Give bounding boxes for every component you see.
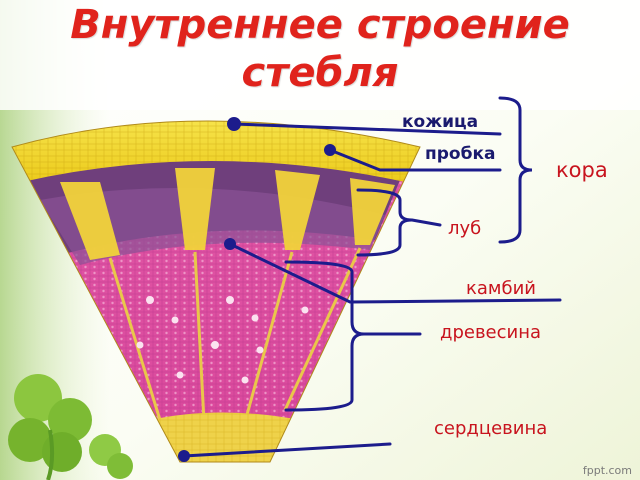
skin-pointer-dot bbox=[227, 117, 241, 131]
label-bark: кора bbox=[556, 158, 608, 182]
label-pith: сердцевина bbox=[434, 418, 548, 439]
cambium-pointer-dot bbox=[224, 238, 236, 250]
watermark: fppt.com bbox=[582, 464, 632, 477]
bast-brace-tail bbox=[410, 218, 442, 227]
page-title-line-2: стебля bbox=[241, 50, 399, 96]
bark-brace bbox=[498, 96, 533, 244]
page-title-line-1: Внутреннее строение bbox=[70, 2, 570, 48]
clover-decoration-icon bbox=[8, 374, 133, 480]
label-cork: пробка bbox=[425, 144, 496, 164]
pith-pointer-dot bbox=[178, 450, 190, 462]
label-skin: кожица bbox=[402, 112, 479, 132]
label-wood: древесина bbox=[440, 322, 542, 343]
cork-pointer-dot bbox=[324, 144, 336, 156]
label-bast: луб bbox=[448, 218, 482, 239]
label-cambium: камбий bbox=[466, 278, 536, 299]
pointer-lines bbox=[182, 122, 562, 458]
